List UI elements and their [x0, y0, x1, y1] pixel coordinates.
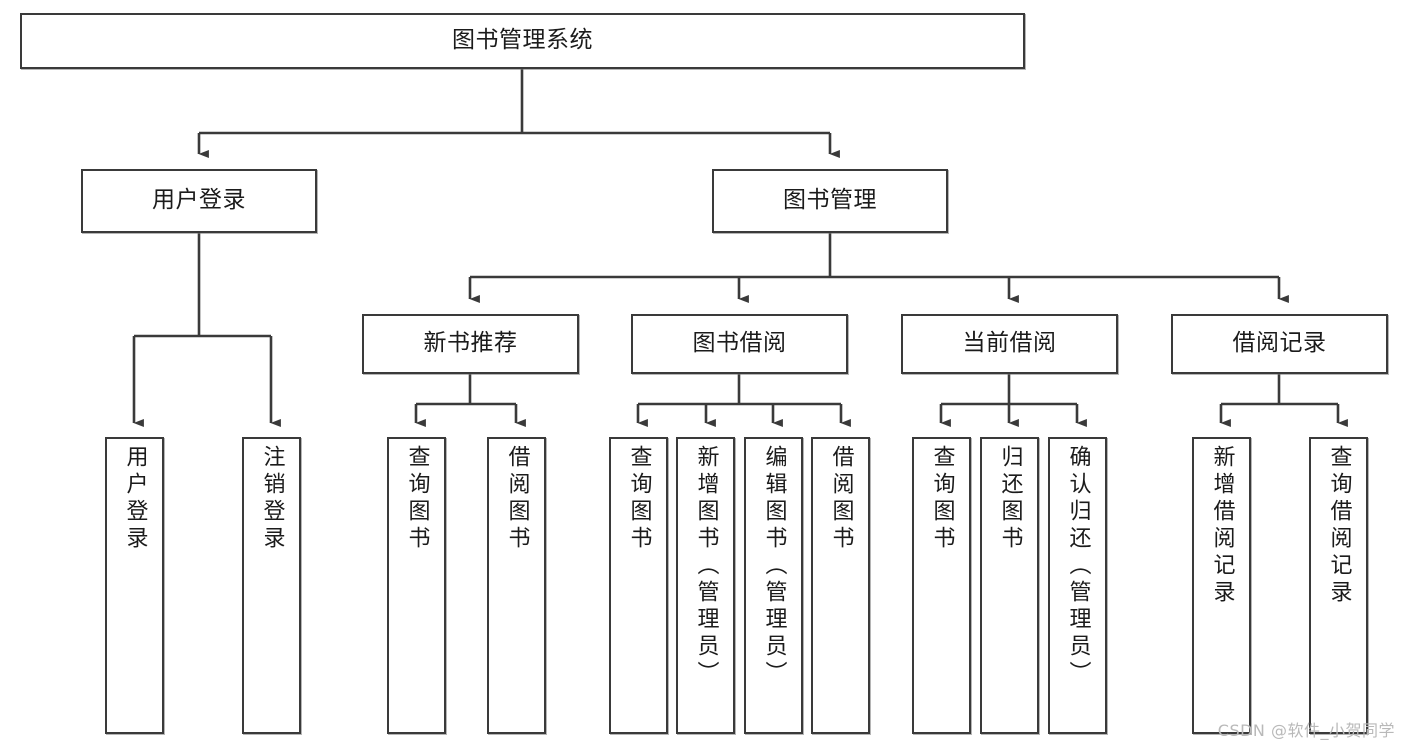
node-label: 借阅记录	[1232, 330, 1327, 357]
node-label: 新增图书（管理员）	[693, 445, 719, 688]
node-book-management[interactable]: 图书管理	[712, 169, 948, 233]
leaf-query-borrow-record[interactable]: 查询借阅记录	[1309, 437, 1368, 734]
node-label: 编辑图书（管理员）	[761, 445, 787, 688]
leaf-borrow-book-recommend[interactable]: 借阅图书	[487, 437, 546, 734]
node-label: 用户登录	[122, 445, 148, 553]
leaf-query-book-current[interactable]: 查询图书	[912, 437, 971, 734]
node-label: 查询借阅记录	[1326, 445, 1352, 607]
node-label: 查询图书	[626, 445, 652, 553]
node-borrow-record[interactable]: 借阅记录	[1171, 314, 1388, 374]
node-current-borrow[interactable]: 当前借阅	[901, 314, 1118, 374]
node-label: 用户登录	[152, 187, 246, 214]
node-label: 注销登录	[259, 445, 285, 553]
leaf-confirm-return-admin[interactable]: 确认归还（管理员）	[1048, 437, 1107, 734]
node-label: 查询图书	[404, 445, 430, 553]
leaf-borrow-book[interactable]: 借阅图书	[811, 437, 870, 734]
node-label: 确认归还（管理员）	[1065, 445, 1091, 688]
leaf-user-login[interactable]: 用户登录	[105, 437, 164, 734]
leaf-edit-book-admin[interactable]: 编辑图书（管理员）	[744, 437, 803, 734]
node-user-login[interactable]: 用户登录	[81, 169, 317, 233]
leaf-logout-login[interactable]: 注销登录	[242, 437, 301, 734]
node-root-book-management-system[interactable]: 图书管理系统	[20, 13, 1025, 69]
leaf-query-book-borrow[interactable]: 查询图书	[609, 437, 668, 734]
node-book-borrow[interactable]: 图书借阅	[631, 314, 848, 374]
watermark-csdn: CSDN @软件_小贺同学	[1217, 721, 1395, 740]
node-label: 借阅图书	[504, 445, 530, 553]
node-label: 新增借阅记录	[1209, 445, 1235, 607]
node-label: 归还图书	[997, 445, 1023, 553]
leaf-return-book[interactable]: 归还图书	[980, 437, 1039, 734]
node-label: 当前借阅	[962, 330, 1057, 357]
leaf-add-borrow-record[interactable]: 新增借阅记录	[1192, 437, 1251, 734]
node-label: 新书推荐	[423, 330, 518, 357]
node-label: 图书管理	[783, 187, 877, 214]
node-new-book-recommendation[interactable]: 新书推荐	[362, 314, 579, 374]
node-label: 查询图书	[929, 445, 955, 553]
leaf-add-book-admin[interactable]: 新增图书（管理员）	[676, 437, 735, 734]
node-label: 图书管理系统	[452, 27, 593, 54]
leaf-query-book-recommend[interactable]: 查询图书	[387, 437, 446, 734]
node-label: 图书借阅	[692, 330, 787, 357]
node-label: 借阅图书	[828, 445, 854, 553]
